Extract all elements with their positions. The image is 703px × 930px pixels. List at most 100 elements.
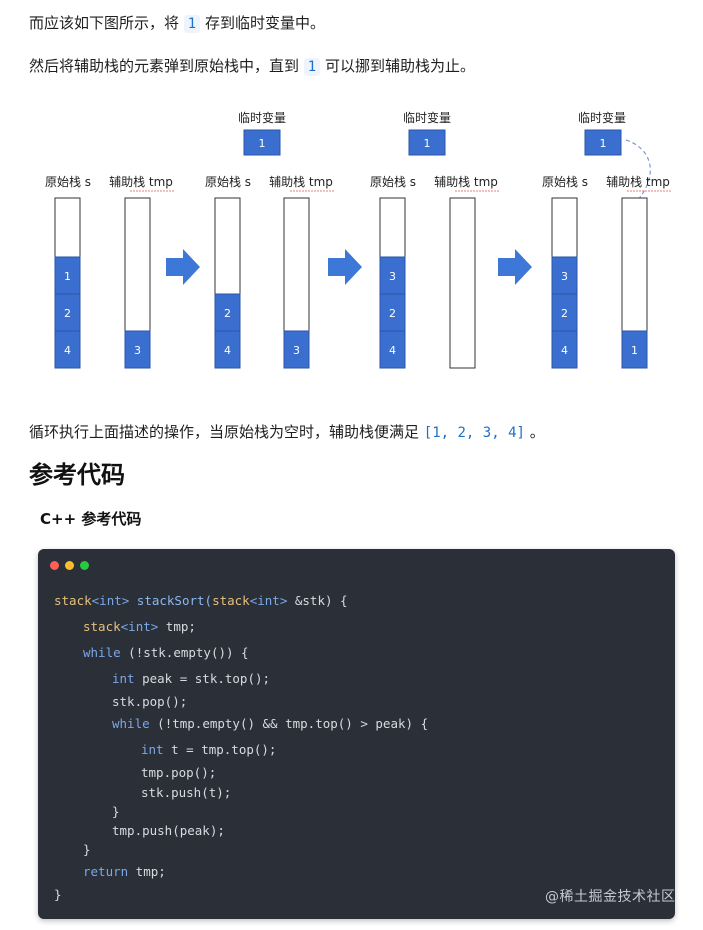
code-token: (!tmp.empty() && tmp.top() > peak) { bbox=[149, 716, 429, 731]
label-temp-var: 临时变量 bbox=[578, 110, 626, 125]
maximize-dot-icon bbox=[80, 561, 89, 570]
box-label: 1 bbox=[631, 344, 638, 357]
code-line: tmp.pop(); bbox=[141, 765, 217, 780]
label-stack-s: 原始栈 s bbox=[542, 174, 588, 189]
code-token: &stk) { bbox=[287, 593, 348, 608]
text: 可以挪到辅助栈为止。 bbox=[320, 57, 475, 75]
box-label: 4 bbox=[224, 344, 231, 357]
code-token: stack bbox=[212, 593, 250, 608]
code-line: while (!tmp.empty() && tmp.top() > peak)… bbox=[112, 716, 428, 732]
curved-arrow-icon bbox=[625, 139, 651, 210]
box-label: 1 bbox=[64, 270, 71, 283]
code-line: stack<int> stackSort(stack<int> &stk) { bbox=[54, 593, 348, 609]
code-token: <int> bbox=[249, 593, 288, 608]
box-label: 1 bbox=[424, 137, 431, 150]
code-token: int bbox=[141, 742, 164, 757]
inline-code: [1, 2, 3, 4] bbox=[423, 425, 525, 441]
stack-box bbox=[551, 330, 578, 369]
code-token: stack bbox=[54, 593, 92, 608]
stack-box bbox=[551, 293, 578, 332]
temp-var-box bbox=[584, 129, 622, 156]
box-label: 4 bbox=[64, 344, 71, 357]
box-label: 3 bbox=[389, 270, 396, 283]
code-line: } bbox=[83, 842, 91, 857]
code-token: (!stk.empty()) { bbox=[120, 645, 249, 660]
stack-box bbox=[551, 256, 578, 295]
code-token: tmp; bbox=[158, 619, 196, 634]
box-label: 1 bbox=[259, 137, 266, 150]
paragraph-pop-back: 然后将辅助栈的元素弹到原始栈中，直到 1 可以挪到辅助栈为止。 bbox=[29, 55, 475, 78]
label-temp-var: 临时变量 bbox=[238, 110, 286, 125]
code-token: while bbox=[112, 716, 150, 731]
watermark: @稀土掘金技术社区 bbox=[545, 889, 676, 905]
code-token: int bbox=[112, 671, 135, 686]
paragraph-store-temp: 而应该如下图所示，将 1 存到临时变量中。 bbox=[29, 12, 325, 35]
code-token: stack bbox=[83, 619, 121, 634]
stage-4: 临时变量 1 原始栈 s 辅助栈 tmp 3 2 4 1 bbox=[542, 110, 671, 369]
stack-tmp-column bbox=[449, 197, 476, 369]
stack-box bbox=[379, 293, 406, 332]
text: 循环执行上面描述的操作，当原始栈为空时，辅助栈便满足 bbox=[29, 423, 424, 441]
stack-box bbox=[214, 330, 241, 369]
box-label: 1 bbox=[600, 137, 607, 150]
stack-box bbox=[124, 330, 151, 369]
right-arrow-icon bbox=[498, 249, 532, 285]
code-line: int peak = stk.top(); bbox=[112, 671, 270, 687]
label-stack-s: 原始栈 s bbox=[205, 174, 251, 189]
label-stack-tmp: 辅助栈 tmp bbox=[269, 174, 333, 189]
label-stack-tmp: 辅助栈 tmp bbox=[434, 174, 498, 189]
stack-box bbox=[621, 330, 648, 369]
temp-var-box bbox=[408, 129, 446, 156]
stage-2: 临时变量 1 原始栈 s 辅助栈 tmp 2 4 3 bbox=[205, 110, 334, 369]
label-stack-s: 原始栈 s bbox=[45, 174, 91, 189]
box-label: 3 bbox=[134, 344, 141, 357]
code-token: t = tmp.top(); bbox=[163, 742, 277, 757]
code-token: while bbox=[83, 645, 121, 660]
box-label: 4 bbox=[389, 344, 396, 357]
code-line: stack<int> tmp; bbox=[83, 619, 196, 635]
inline-code: 1 bbox=[303, 58, 321, 76]
box-label: 3 bbox=[561, 270, 568, 283]
code-token: tmp; bbox=[128, 864, 166, 879]
stack-box bbox=[283, 330, 310, 369]
code-line: while (!stk.empty()) { bbox=[83, 645, 249, 661]
box-label: 2 bbox=[389, 307, 396, 320]
box-label: 2 bbox=[224, 307, 231, 320]
box-label: 4 bbox=[561, 344, 568, 357]
temp-var-box bbox=[243, 129, 281, 156]
close-dot-icon bbox=[50, 561, 59, 570]
text: 然后将辅助栈的元素弹到原始栈中，直到 bbox=[29, 57, 304, 75]
stack-box bbox=[379, 330, 406, 369]
code-line: tmp.push(peak); bbox=[112, 823, 225, 838]
code-block: stack<int> stackSort(stack<int> &stk) { … bbox=[38, 549, 675, 919]
text: 。 bbox=[524, 423, 545, 441]
stack-box bbox=[379, 256, 406, 295]
stack-box bbox=[54, 330, 81, 369]
right-arrow-icon bbox=[328, 249, 362, 285]
label-stack-tmp: 辅助栈 tmp bbox=[109, 174, 173, 189]
right-arrow-icon bbox=[166, 249, 200, 285]
code-line: } bbox=[54, 887, 62, 902]
subsection-heading: C++ 参考代码 bbox=[40, 510, 142, 528]
text: 而应该如下图所示，将 bbox=[29, 14, 184, 32]
minimize-dot-icon bbox=[65, 561, 74, 570]
code-token: <int> bbox=[91, 593, 130, 608]
code-line: return tmp; bbox=[83, 864, 166, 880]
code-line: } bbox=[112, 804, 120, 819]
paragraph-loop-result: 循环执行上面描述的操作，当原始栈为空时，辅助栈便满足 [1, 2, 3, 4] … bbox=[29, 421, 545, 444]
label-stack-tmp: 辅助栈 tmp bbox=[606, 174, 670, 189]
stage-3: 临时变量 1 原始栈 s 辅助栈 tmp 3 2 4 bbox=[370, 110, 499, 369]
code-token: stackSort( bbox=[129, 593, 213, 608]
code-token: peak = stk.top(); bbox=[134, 671, 271, 686]
label-stack-s: 原始栈 s bbox=[370, 174, 416, 189]
text: 存到临时变量中。 bbox=[200, 14, 325, 32]
label-temp-var: 临时变量 bbox=[403, 110, 451, 125]
section-heading: 参考代码 bbox=[29, 461, 125, 489]
box-label: 3 bbox=[293, 344, 300, 357]
stack-sort-diagram: 原始栈 s 辅助栈 tmp 1 2 4 3 临时变量 1 原始栈 s 辅助栈 t… bbox=[45, 110, 671, 369]
code-line: stk.push(t); bbox=[141, 785, 232, 800]
stage-1: 原始栈 s 辅助栈 tmp 1 2 4 3 bbox=[45, 174, 174, 369]
box-label: 2 bbox=[561, 307, 568, 320]
code-line: int t = tmp.top(); bbox=[141, 742, 276, 758]
code-token: <int> bbox=[120, 619, 159, 634]
